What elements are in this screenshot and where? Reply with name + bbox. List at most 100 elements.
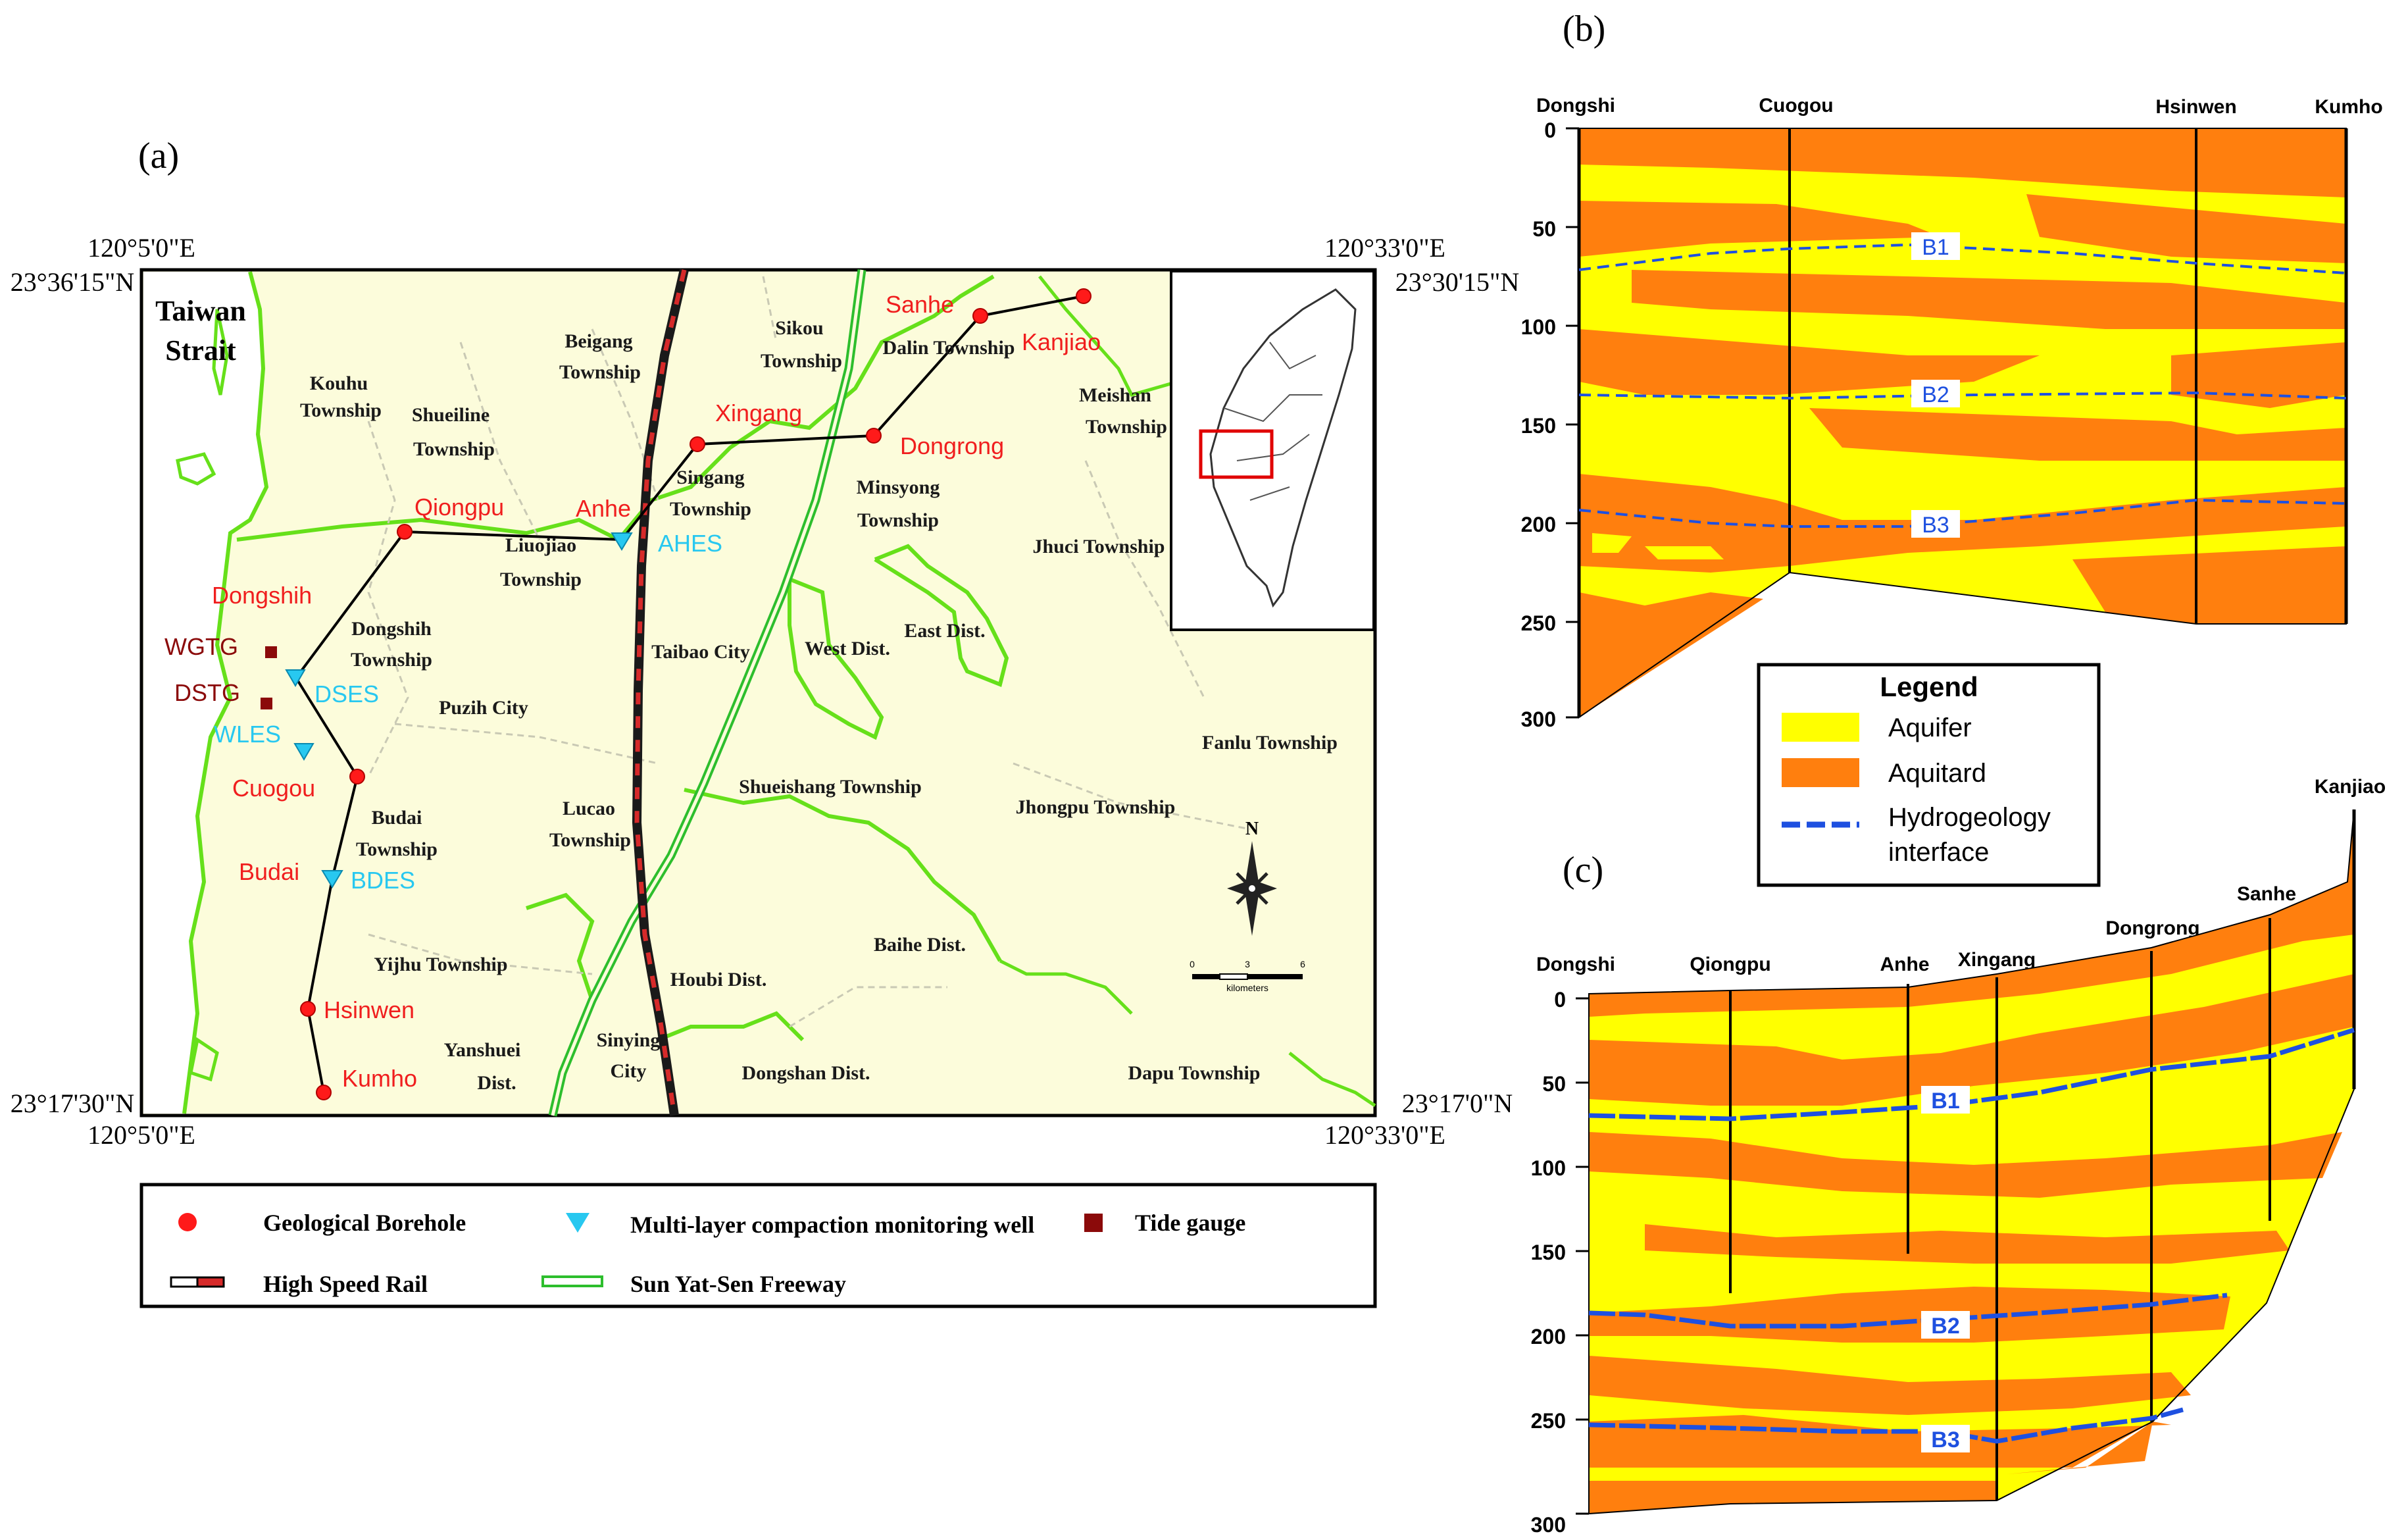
place-label: Township (351, 649, 432, 671)
place-label: Township (413, 438, 495, 460)
place-label: Puzih City (439, 697, 528, 719)
coord-top-right-lon: 120°33'0"E (1324, 233, 1445, 263)
panel-b-interface-labels: B1 B2 B3 (1922, 235, 1949, 538)
section-legend: Legend Aquifer Aquitard Hydrogeology int… (1757, 663, 2101, 887)
place-label: Dapu Township (1128, 1062, 1261, 1084)
interface-label: B3 (1931, 1427, 1959, 1452)
borehole-label: Kanjiao (1022, 328, 1101, 355)
borehole-label: Qiongpu (414, 494, 504, 521)
borehole-label: Xingang (715, 399, 802, 426)
svg-text:Aquifer: Aquifer (1888, 713, 1972, 742)
borehole-dot (866, 428, 882, 444)
legend-freeway-label: Sun Yat-Sen Freeway (630, 1271, 846, 1297)
interface-label: B2 (1931, 1314, 1959, 1339)
borehole-dot (397, 524, 413, 540)
legend-rail-label: High Speed Rail (263, 1271, 428, 1297)
borehole-dot (1076, 288, 1091, 304)
place-label: Houbi Dist. (670, 969, 767, 990)
coord-bottom-left-lat: 23°17'30"N (11, 1089, 134, 1118)
place-label: Budai (372, 807, 422, 829)
borehole-markers (300, 288, 1091, 1100)
svg-text:Legend: Legend (1880, 671, 1978, 702)
depth-tick-label: 150 (1521, 414, 1556, 438)
borehole-label: Anhe (576, 495, 631, 522)
place-label: Jhongpu Township (1016, 796, 1176, 818)
borehole-label: Sanhe (886, 291, 954, 318)
place-label: Dongshan Dist. (741, 1062, 870, 1084)
well-column-label: Dongshi (1536, 954, 1615, 975)
interface-label: B1 (1931, 1089, 1959, 1114)
depth-tick-label: 100 (1521, 315, 1556, 339)
coord-top-left-lon: 120°5'0"E (88, 233, 195, 263)
place-label: Shueishang Township (739, 776, 922, 798)
panel-b-label: (b) (1563, 9, 1605, 49)
depth-tick-label: 0 (1554, 988, 1566, 1012)
coord-bottom-left-lon: 120°5'0"E (88, 1120, 195, 1150)
place-label: Lucao (563, 798, 615, 819)
cross-section-b (1577, 128, 2348, 719)
place-label: West Dist. (805, 638, 890, 659)
place-label: Township (549, 829, 631, 851)
place-label: Township (300, 399, 382, 421)
legend-tide-label: Tide gauge (1135, 1210, 1245, 1236)
legend-borehole-label: Geological Borehole (263, 1210, 466, 1236)
place-label: Minsyong (857, 476, 940, 498)
place-label: City (611, 1060, 647, 1082)
borehole-label: Cuogou (232, 775, 315, 802)
depth-tick-label: 50 (1532, 217, 1556, 241)
tide-gauge-square (265, 646, 277, 658)
well-column-label: Kumho (2315, 96, 2382, 118)
place-label: Fanlu Township (1202, 732, 1338, 754)
place-label: Township (1086, 416, 1167, 438)
tide-gauge-labels: WGTG DSTG (164, 633, 240, 706)
well-column-label: Sanhe (2237, 883, 2296, 905)
well-label: AHES (658, 530, 722, 557)
svg-text:3: 3 (1245, 959, 1250, 969)
borehole-label: Dongrong (900, 432, 1004, 459)
coord-top-right-lat: 23°30'15"N (1395, 267, 1519, 297)
place-label: Singang (676, 467, 744, 488)
interface-label: B3 (1922, 513, 1949, 538)
svg-text:Aquitard: Aquitard (1888, 759, 1986, 788)
map-frame (139, 268, 1377, 1117)
well-column-label: Anhe (1880, 954, 1930, 975)
depth-tick-label: 50 (1542, 1072, 1566, 1096)
well-column-label: Hsinwen (2155, 96, 2236, 118)
depth-tick-label: 300 (1531, 1513, 1566, 1537)
depth-tick-label: 300 (1521, 707, 1556, 731)
depth-tick-label: 0 (1544, 118, 1556, 142)
well-column-label: Cuogou (1759, 95, 1833, 116)
place-label: Township (761, 350, 842, 372)
place-label: Beigang (564, 330, 632, 352)
well-labels: AHES DSES WLES BDES (214, 530, 722, 894)
panel-c-depth-ticks: 0 50 100 150 200 250 300 (1531, 988, 1566, 1537)
tide-gauge-square (261, 698, 272, 709)
panel-c-interface-labels: B1 B2 B3 (1931, 1089, 1959, 1452)
depth-tick-label: 200 (1521, 513, 1556, 536)
place-label: Kouhu (310, 372, 368, 394)
place-label: Township (559, 361, 641, 383)
tide-gauge-label: DSTG (174, 679, 240, 706)
coord-bottom-right-lat: 23°17'0"N (1402, 1089, 1513, 1118)
place-label: Liuojiao (505, 534, 576, 556)
svg-text:interface: interface (1888, 838, 1989, 867)
legend-well-label: Multi-layer compaction monitoring well (630, 1212, 1034, 1238)
well-column-label: Dongshi (1536, 95, 1615, 116)
well-label: BDES (351, 867, 415, 894)
place-label: Township (857, 509, 939, 531)
panel-a-label: (a) (138, 136, 179, 176)
borehole-label: Hsinwen (324, 996, 414, 1023)
well-label: DSES (314, 680, 379, 707)
coord-top-left-lat: 23°36'15"N (11, 267, 134, 297)
sea-label-line1: Taiwan (155, 295, 246, 327)
depth-tick-label: 250 (1521, 611, 1556, 635)
borehole-label: Dongshih (212, 582, 312, 609)
depth-tick-label: 100 (1531, 1156, 1566, 1180)
map-legend: Geological Borehole Multi-layer compacti… (139, 1183, 1377, 1308)
well-column-label: Dongrong (2105, 917, 2199, 939)
well-triangle (293, 743, 314, 761)
place-label: East Dist. (904, 620, 985, 642)
svg-text:0: 0 (1190, 959, 1195, 969)
borehole-label: Kumho (342, 1065, 417, 1092)
well-triangle (285, 669, 306, 687)
